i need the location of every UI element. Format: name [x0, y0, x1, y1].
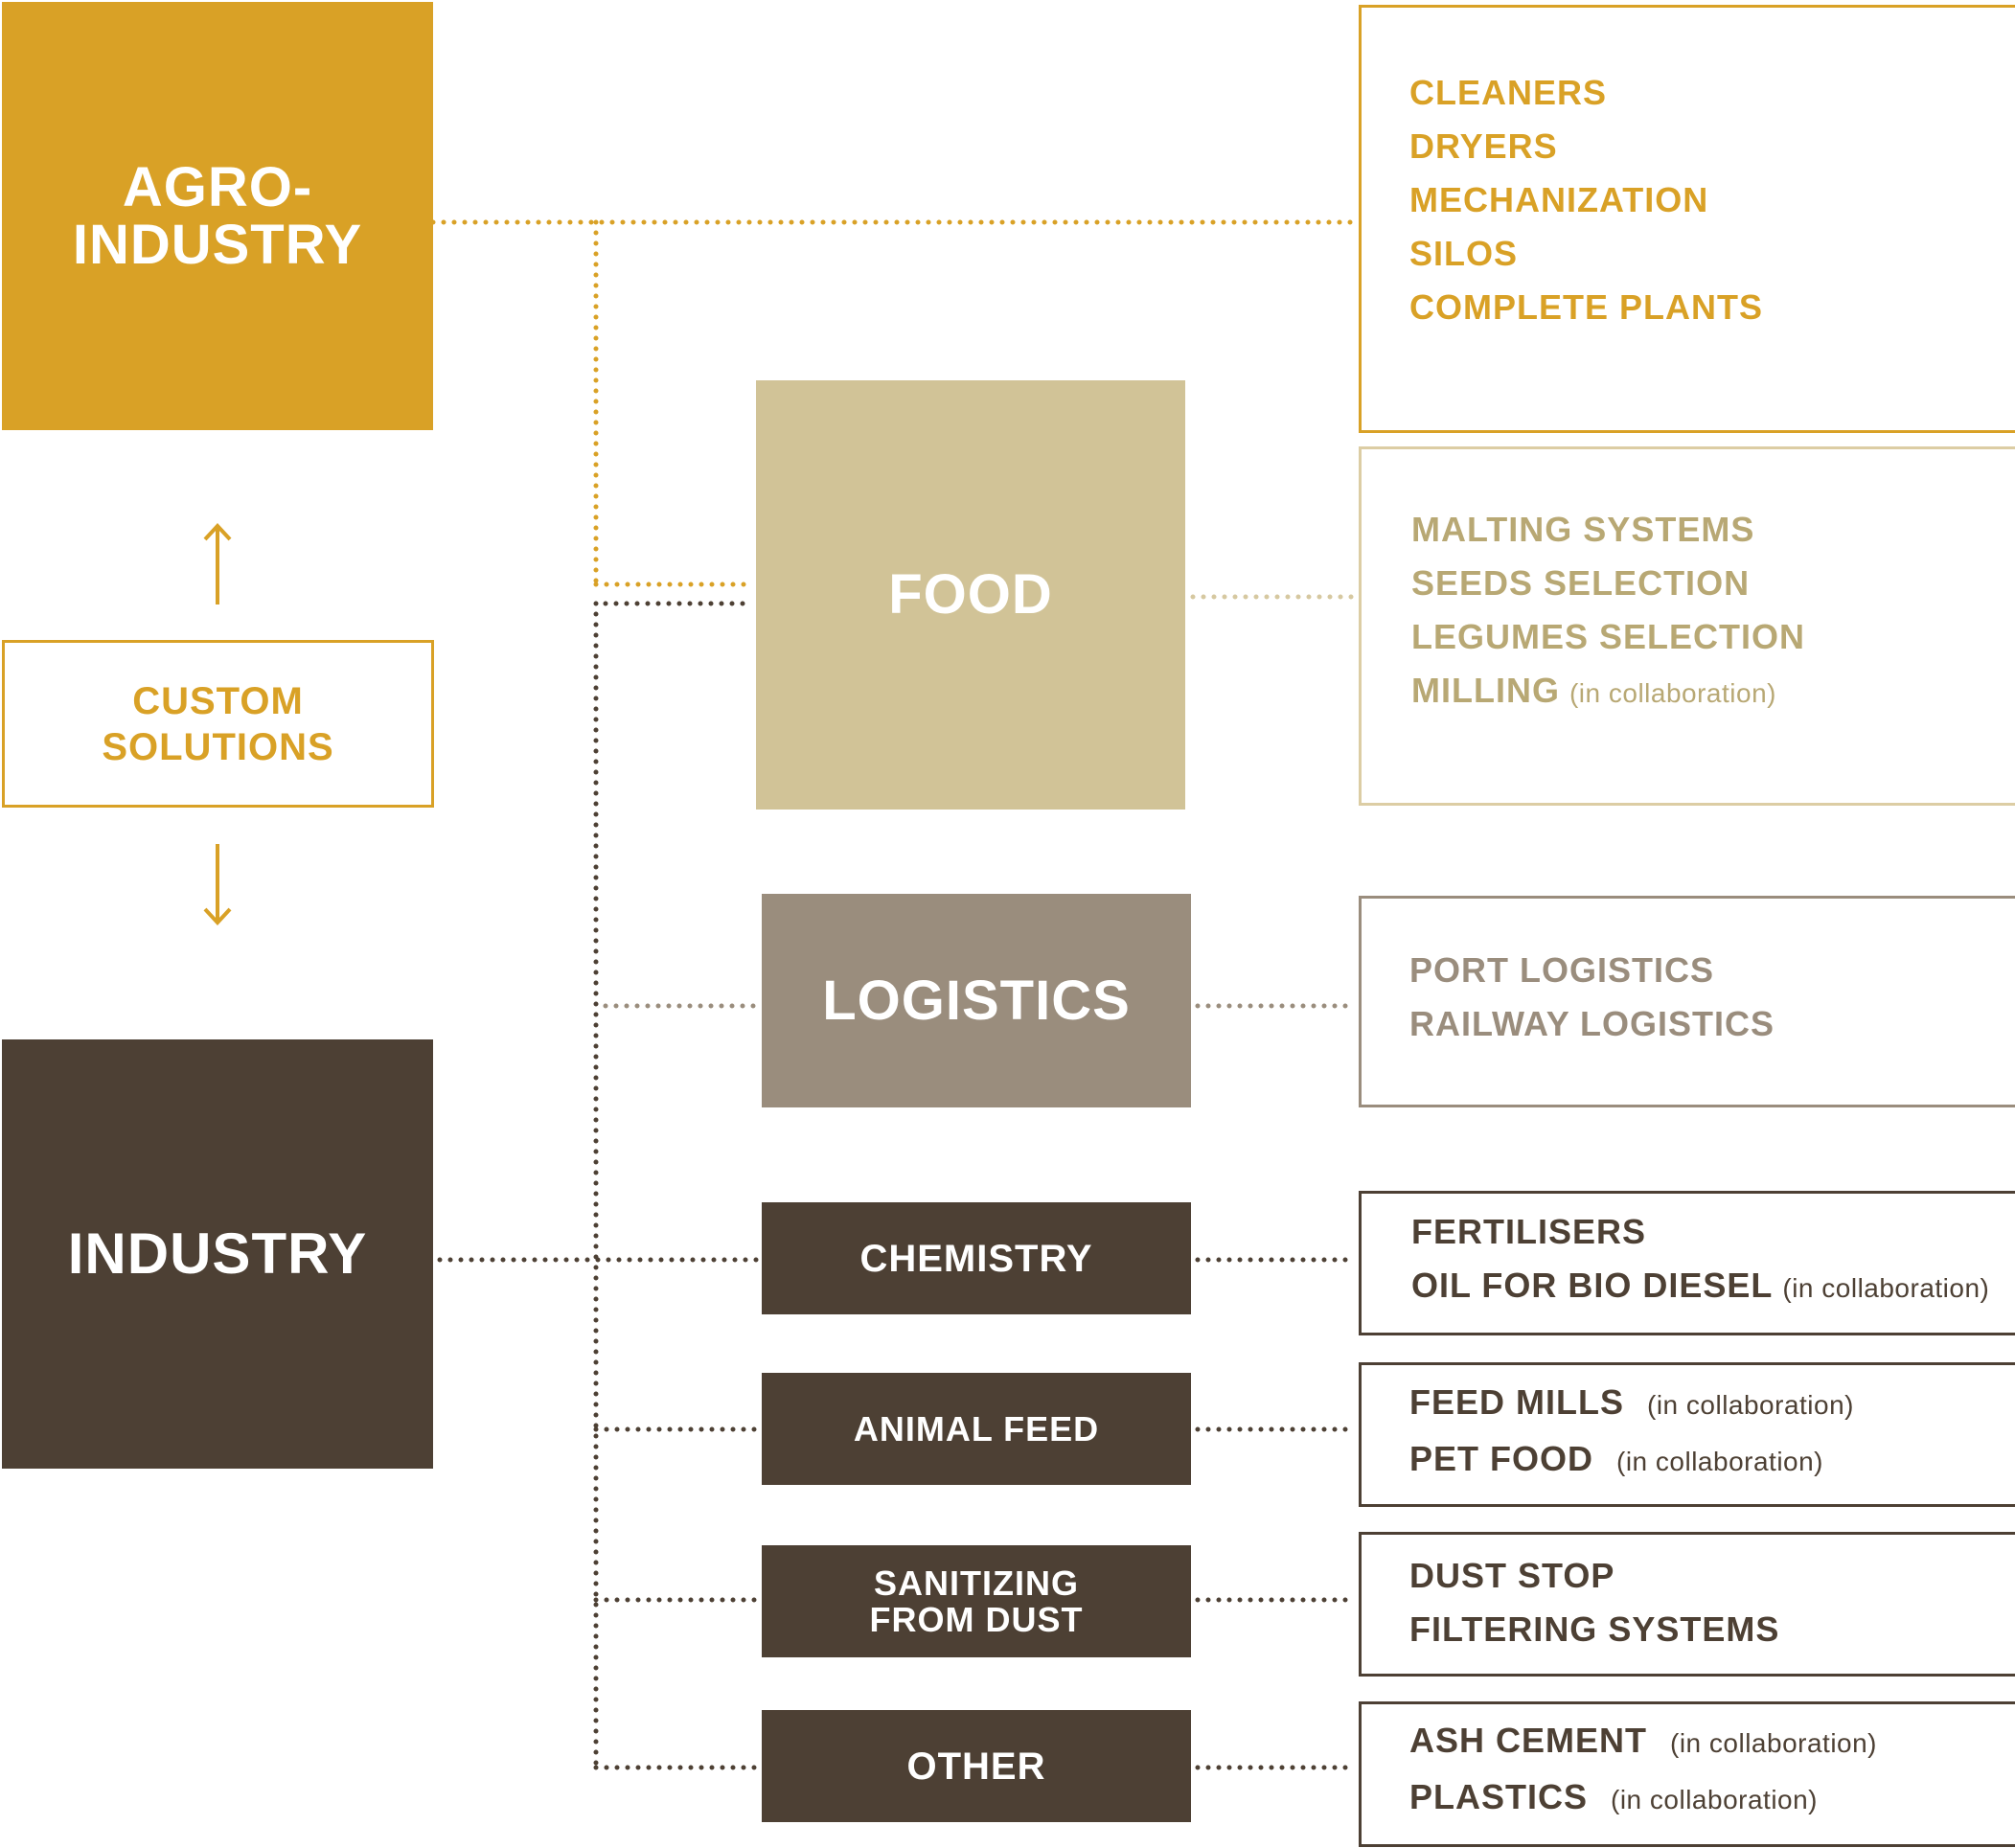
chemistry-products-list: FERTILISERS OIL FOR BIO DIESEL(in collab… — [1359, 1191, 2015, 1335]
agro-industry-label-line1: AGRO- — [122, 155, 313, 218]
list-item: LEGUMES SELECTION — [1411, 617, 1806, 656]
logistics-label: LOGISTICS — [822, 969, 1131, 1032]
list-item: PLASTICS(in collaboration) — [1409, 1777, 1819, 1816]
sanitizing-box: SANITIZING FROM DUST — [762, 1545, 1191, 1657]
food-products-list: MALTING SYSTEMS SEEDS SELECTION LEGUMES … — [1359, 446, 2015, 806]
agro-products-list: CLEANERS DRYERS MECHANIZATION SILOS COMP… — [1359, 5, 2015, 433]
collaboration-note: (in collaboration) — [1616, 1446, 1824, 1476]
list-item: DUST STOP — [1409, 1555, 1615, 1595]
sanitizing-products-list: DUST STOP FILTERING SYSTEMS — [1359, 1532, 2015, 1677]
other-products-list: ASH CEMENT(in collaboration) PLASTICS(in… — [1359, 1701, 2015, 1847]
list-item: MILLING(in collaboration) — [1411, 671, 1776, 710]
collaboration-note: (in collaboration) — [1647, 1389, 1854, 1420]
list-item: RAILWAY LOGISTICS — [1409, 1003, 1775, 1043]
list-item: MECHANIZATION — [1409, 179, 1709, 219]
list-item: FEED MILLS(in collaboration) — [1409, 1381, 1854, 1422]
sanitizing-label-line2: FROM DUST — [869, 1599, 1084, 1639]
animal-feed-label: ANIMAL FEED — [853, 1408, 1100, 1449]
custom-solutions-label-line1: CUSTOM — [132, 679, 304, 722]
list-item: PET FOOD(in collaboration) — [1409, 1438, 1824, 1478]
arrow-down-icon — [203, 844, 232, 925]
other-box: OTHER — [762, 1710, 1191, 1822]
list-item: PORT LOGISTICS — [1409, 949, 1715, 990]
list-item: CLEANERS — [1409, 72, 1608, 112]
chemistry-box: CHEMISTRY — [762, 1202, 1191, 1314]
list-item: FILTERING SYSTEMS — [1409, 1608, 1780, 1649]
collaboration-note: (in collaboration) — [1670, 1728, 1878, 1758]
list-item: OIL FOR BIO DIESEL(in collaboration) — [1411, 1266, 1990, 1305]
collaboration-note: (in collaboration) — [1782, 1273, 1990, 1303]
collaboration-note: (in collaboration) — [1568, 678, 1776, 708]
other-label: OTHER — [906, 1745, 1046, 1788]
logistics-box: LOGISTICS — [762, 894, 1191, 1107]
logistics-products-list: PORT LOGISTICS RAILWAY LOGISTICS — [1359, 896, 2015, 1107]
animal-feed-products-list: FEED MILLS(in collaboration) PET FOOD(in… — [1359, 1362, 2015, 1507]
food-label: FOOD — [888, 563, 1053, 626]
list-item: COMPLETE PLANTS — [1409, 286, 1764, 327]
agro-industry-box: AGRO- INDUSTRY — [2, 2, 433, 430]
list-item: FERTILISERS — [1411, 1212, 1647, 1251]
list-item: SILOS — [1409, 233, 1519, 273]
industry-label: INDUSTRY — [67, 1221, 368, 1286]
food-box: FOOD — [756, 380, 1185, 810]
industry-box: INDUSTRY — [2, 1039, 433, 1469]
collaboration-note: (in collaboration) — [1611, 1785, 1819, 1814]
list-item: MALTING SYSTEMS — [1411, 510, 1755, 549]
animal-feed-box: ANIMAL FEED — [762, 1373, 1191, 1485]
chemistry-label: CHEMISTRY — [859, 1237, 1093, 1280]
custom-solutions-label-line2: SOLUTIONS — [102, 725, 334, 768]
agro-industry-label-line2: INDUSTRY — [72, 213, 363, 276]
arrow-up-icon — [203, 523, 232, 605]
custom-solutions-box: CUSTOM SOLUTIONS — [2, 640, 434, 808]
list-item: DRYERS — [1409, 125, 1558, 166]
sanitizing-label-line1: SANITIZING — [873, 1563, 1079, 1603]
list-item: SEEDS SELECTION — [1411, 563, 1751, 603]
list-item: ASH CEMENT(in collaboration) — [1409, 1721, 1878, 1760]
